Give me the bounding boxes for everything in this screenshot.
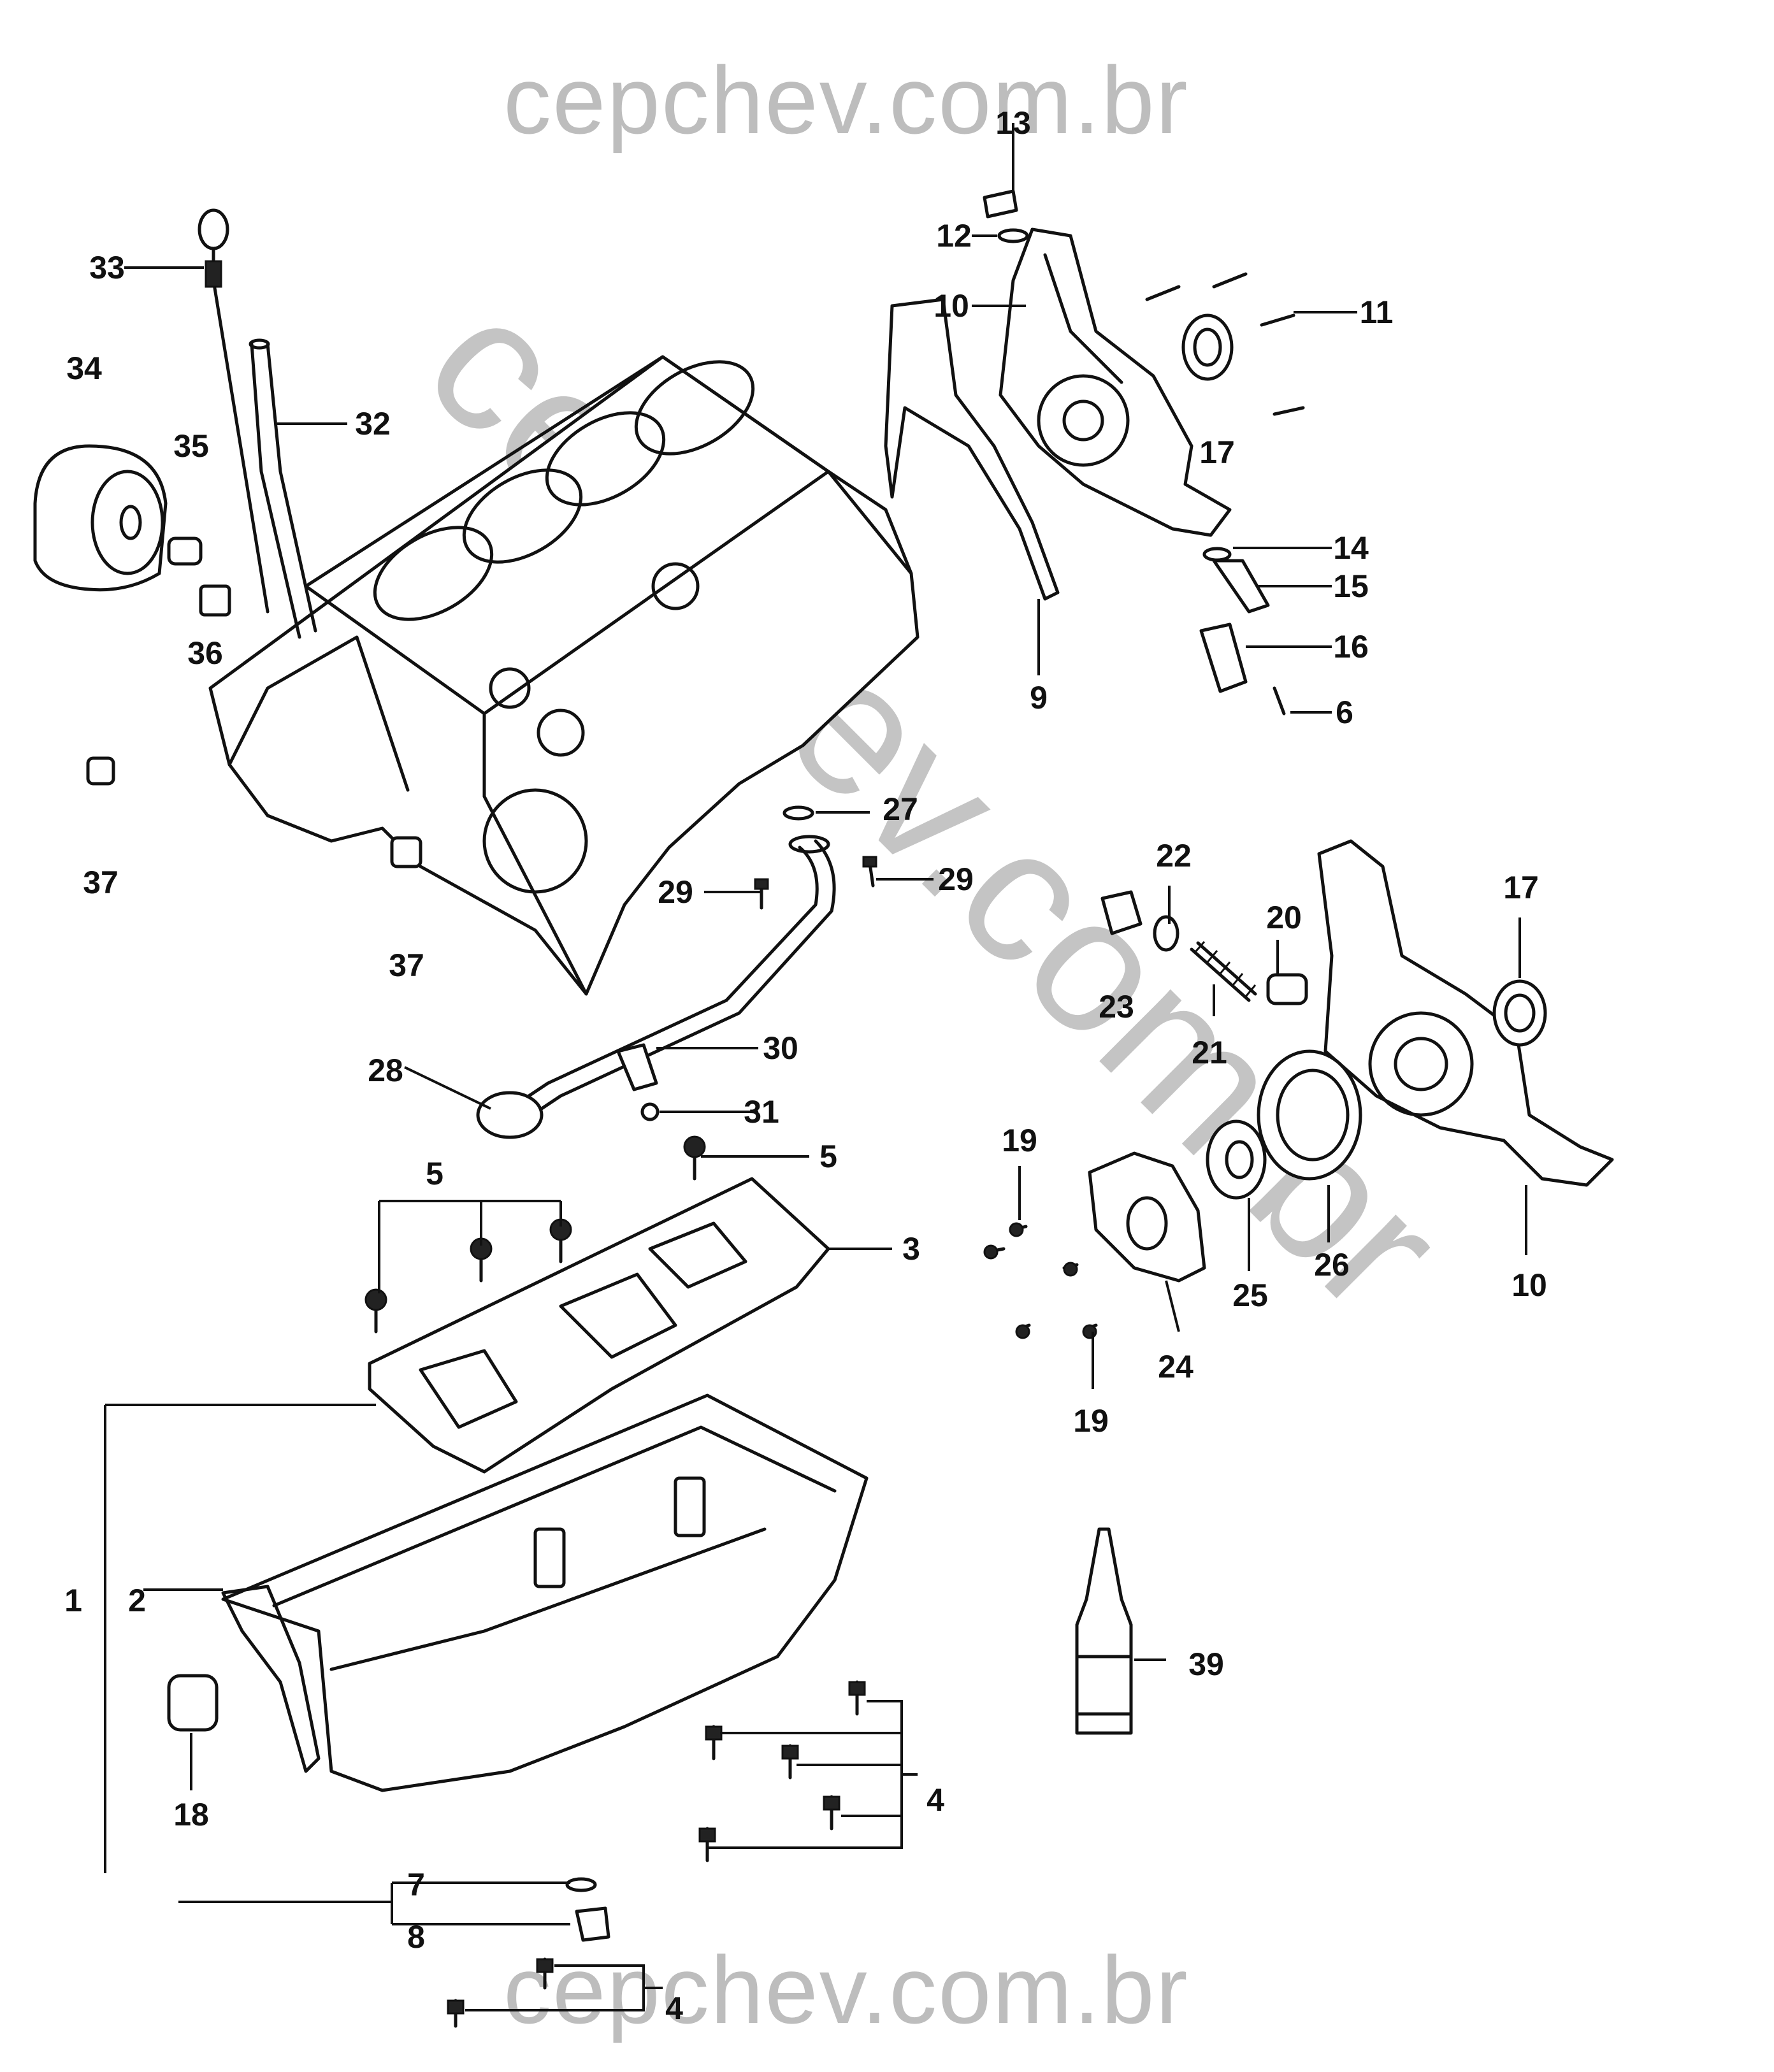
callout-3: 3 [902, 1231, 920, 1267]
oil-pump-housing-bottom [1317, 839, 1614, 1187]
callout-10: 10 [1511, 1267, 1547, 1303]
callout-14: 14 [1333, 530, 1369, 566]
watermark-top: cepchev.com.br [503, 47, 1189, 154]
callout-5: 5 [426, 1156, 444, 1191]
callout-2: 2 [128, 1583, 146, 1618]
callout-29: 29 [938, 861, 974, 897]
callout-26: 26 [1314, 1247, 1350, 1283]
callout-4: 4 [665, 1990, 683, 2026]
relief-piston [1266, 973, 1308, 1005]
callout-19: 19 [1002, 1123, 1037, 1158]
callout-8: 8 [407, 1919, 425, 1955]
callout-4: 4 [927, 1782, 944, 1818]
pan-gasket [221, 1585, 321, 1773]
pump-outer-rotor [1257, 1049, 1362, 1181]
callout-19: 19 [1073, 1403, 1109, 1439]
callout-32: 32 [355, 406, 391, 442]
oil-filter [33, 444, 168, 592]
pickup-bracket [616, 1043, 658, 1091]
callout-7: 7 [407, 1867, 425, 1903]
pan-plug-cap [167, 1674, 219, 1732]
dipstick-tube [249, 338, 317, 639]
pump-inner-rotor [1206, 1119, 1267, 1200]
sensor-oring [1202, 547, 1232, 562]
oil-pickup-pipe [476, 835, 836, 1139]
callout-11: 11 [1359, 294, 1394, 330]
callout-1: 1 [64, 1583, 82, 1618]
callout-27: 27 [883, 791, 918, 827]
pump-cover-screws [983, 1222, 1098, 1339]
callout-17: 17 [1503, 870, 1539, 905]
callout-30: 30 [763, 1030, 798, 1066]
callout-28: 28 [368, 1053, 403, 1088]
drain-plug [575, 1906, 610, 1942]
callout-13: 13 [995, 105, 1031, 141]
pan-bolts-right [698, 1680, 866, 1862]
callout-36: 36 [187, 635, 223, 671]
callout-6: 6 [1336, 694, 1353, 730]
callout-37: 37 [389, 947, 424, 983]
relief-seal [1153, 915, 1179, 952]
callout-31: 31 [744, 1094, 779, 1130]
callout-37: 37 [83, 865, 119, 900]
callout-15: 15 [1333, 568, 1369, 604]
crank-sensor [1199, 622, 1248, 693]
pickup-oring [782, 805, 814, 821]
callout-25: 25 [1232, 1277, 1268, 1313]
dowel-sleeve-block [390, 836, 422, 868]
callout-34: 34 [66, 350, 102, 386]
pressure-relief-plug-top [983, 189, 1018, 219]
callout-10: 10 [934, 288, 969, 324]
callout-18: 18 [173, 1797, 209, 1832]
pan-bolts-bottom [447, 1957, 554, 2028]
callout-24: 24 [1158, 1349, 1193, 1385]
leader-lines [104, 123, 1527, 2011]
relief-spring [1190, 941, 1257, 1002]
callout-35: 35 [173, 428, 209, 464]
filter-sleeve [167, 536, 203, 566]
drain-plug-washer [565, 1877, 597, 1892]
oil-pump-housing-top [999, 227, 1232, 537]
oil-pan [221, 1393, 869, 1792]
filter-stud [199, 584, 231, 617]
baffle-bolts [364, 1135, 706, 1334]
sensor-bolt [1273, 686, 1286, 716]
callout-16: 16 [1333, 629, 1369, 665]
callout-9: 9 [1030, 680, 1048, 716]
crank-seal-bottom [1492, 979, 1547, 1047]
callout-29: 29 [658, 874, 693, 910]
pump-bolts-top [1145, 272, 1305, 416]
callout-17: 17 [1199, 435, 1235, 470]
callout-33: 33 [89, 250, 125, 285]
dipstick [198, 208, 270, 614]
sealant-bottle [1075, 1527, 1133, 1735]
callout-39: 39 [1188, 1646, 1224, 1682]
watermark-bottom: cepchev.com.br [503, 1936, 1189, 2043]
plug-seal-ring [997, 228, 1029, 243]
callout-12: 12 [936, 218, 972, 254]
crank-seal-top [1181, 313, 1234, 381]
pump-cover [1088, 1151, 1206, 1283]
oil-pressure-switch [1212, 559, 1270, 614]
relief-plug [1100, 890, 1143, 935]
engine-block [208, 355, 919, 996]
callout-23: 23 [1099, 989, 1134, 1025]
pickup-bolts [754, 856, 877, 910]
oil-baffle-plate [368, 1177, 830, 1474]
callout-5: 5 [819, 1139, 837, 1174]
bracket-bolt [640, 1102, 660, 1121]
callout-21: 21 [1192, 1035, 1227, 1070]
dowel-sleeve-left [86, 756, 115, 786]
front-cover-gasket [884, 298, 1060, 601]
callout-20: 20 [1266, 900, 1302, 935]
callout-22: 22 [1156, 838, 1192, 874]
